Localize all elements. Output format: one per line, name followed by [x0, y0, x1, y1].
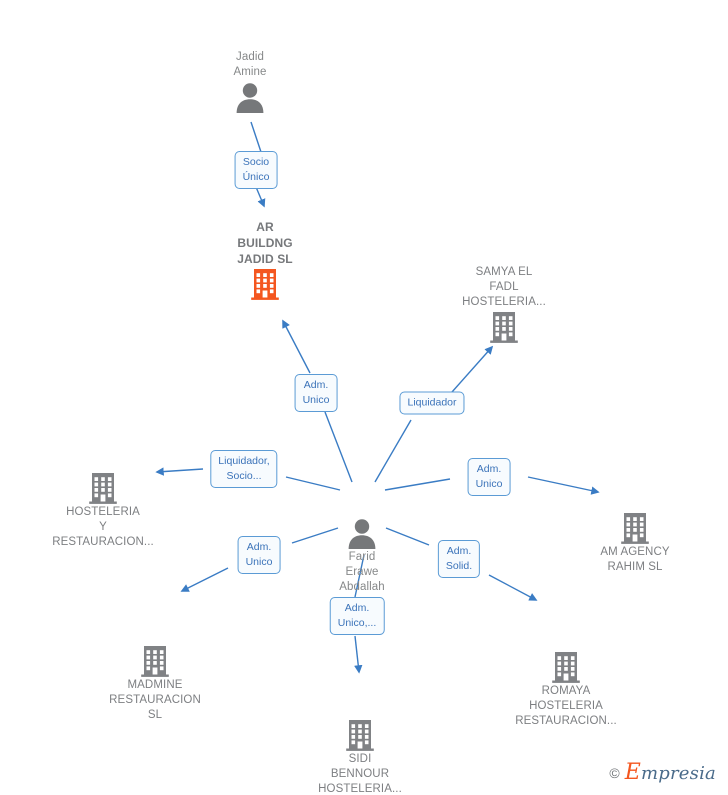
building-icon — [185, 267, 345, 301]
building-icon — [280, 718, 440, 752]
person-icon — [282, 516, 442, 550]
node-samya-el-fadl[interactable]: SAMYA EL FADL HOSTELERIA... — [424, 265, 584, 344]
relation-badge-edge-farid-to-am-agency[interactable]: Adm. Unico — [467, 458, 511, 496]
node-label: MADMINE RESTAURACION SL — [109, 679, 201, 721]
relation-badge-edge-farid-to-ar[interactable]: Adm. Unico — [294, 374, 338, 412]
edge-edge-farid-to-samya — [451, 345, 494, 393]
relation-badge-edge-farid-to-romaya[interactable]: Adm. Solid. — [437, 540, 481, 578]
edge-edge-farid-to-madmine — [180, 567, 229, 592]
node-label: SAMYA EL FADL HOSTELERIA... — [462, 266, 546, 308]
watermark: © Empresia — [609, 760, 716, 785]
building-icon — [486, 650, 646, 684]
relation-badge-edge-jadid-to-ar[interactable]: Socio Único — [234, 151, 278, 189]
building-icon — [75, 644, 235, 678]
node-label: AR BUILDNG JADID SL — [237, 220, 293, 266]
empresia-logo-initial: E — [624, 760, 642, 785]
node-jadid-amine[interactable]: Jadid Amine — [170, 50, 330, 114]
node-label: Jadid Amine — [233, 51, 267, 78]
relation-badge-edge-farid-to-madmine[interactable]: Adm. Unico — [237, 536, 281, 574]
empresia-logo-rest: mpresia — [641, 763, 716, 784]
edge-edge-farid-to-am-agency — [527, 476, 600, 495]
edge-edge-farid-to-am-agency — [384, 478, 451, 491]
edge-edge-farid-to-samya — [374, 419, 412, 483]
edge-edge-farid-to-sidi — [354, 635, 363, 674]
node-ar-buildng-jadid-sl[interactable]: AR BUILDNG JADID SL — [185, 219, 345, 301]
building-icon — [555, 511, 715, 545]
building-icon — [424, 310, 584, 344]
edge-edge-farid-to-ar — [324, 411, 353, 483]
node-madmine-restauracion-sl[interactable]: MADMINE RESTAURACION SL — [75, 644, 235, 723]
node-label: ROMAYA HOSTELERIA RESTAURACION... — [515, 685, 617, 727]
relation-badge-edge-farid-to-samya[interactable]: Liquidador — [399, 391, 465, 415]
edge-edge-farid-to-ar — [282, 319, 311, 374]
copyright-icon: © — [609, 764, 620, 781]
relation-badge-edge-farid-to-hosteleria[interactable]: Liquidador, Socio... — [210, 450, 278, 488]
node-label: HOSTELERIA Y RESTAURACION... — [52, 506, 154, 548]
node-label: SIDI BENNOUR HOSTELERIA... — [318, 753, 402, 795]
node-label: Farid Erawe Abdallah — [339, 551, 385, 593]
edge-edge-farid-to-romaya — [488, 574, 538, 601]
node-farid-erawe-abdallah[interactable]: Farid Erawe Abdallah — [282, 516, 442, 595]
person-icon — [170, 80, 330, 114]
edge-edge-jadid-to-ar — [255, 186, 266, 208]
node-sidi-bennour-hosteleria[interactable]: SIDI BENNOUR HOSTELERIA... — [280, 718, 440, 795]
node-romaya-hosteleria[interactable]: ROMAYA HOSTELERIA RESTAURACION... — [486, 650, 646, 729]
empresia-logo: Empresia — [625, 760, 716, 785]
building-icon — [23, 471, 183, 505]
relation-badge-edge-farid-to-sidi[interactable]: Adm. Unico,... — [329, 597, 385, 635]
node-am-agency-rahim-sl[interactable]: AM AGENCY RAHIM SL — [555, 511, 715, 575]
edge-edge-farid-to-hosteleria — [285, 476, 341, 491]
node-label: AM AGENCY RAHIM SL — [600, 546, 670, 573]
node-hosteleria-y-restauracion[interactable]: HOSTELERIA Y RESTAURACION... — [23, 471, 183, 550]
